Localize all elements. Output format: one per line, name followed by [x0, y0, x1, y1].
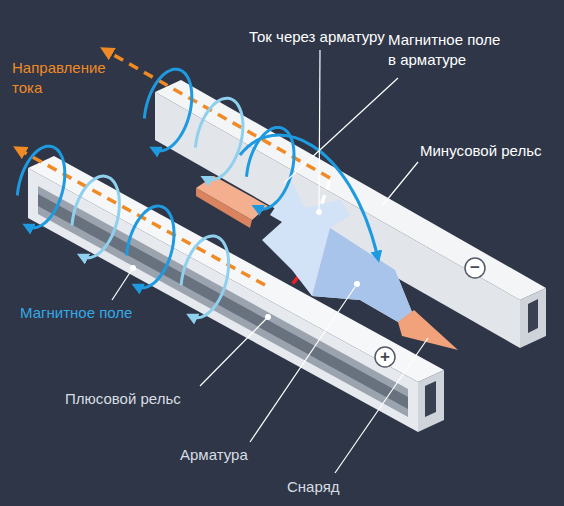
- leader-line: [112, 271, 131, 300]
- leader-line: [250, 287, 355, 442]
- polarity-circle: [465, 258, 485, 278]
- part-label: Ток через арматуру: [249, 27, 409, 47]
- field-arc: [247, 127, 294, 209]
- leader-dot: [265, 314, 271, 320]
- part-label: Снаряд: [287, 477, 387, 497]
- field-arc: [127, 206, 174, 288]
- leader-line: [284, 78, 398, 183]
- field-arcs: [17, 69, 294, 318]
- leader-line: [200, 319, 266, 386]
- rail-end-hole: [528, 299, 538, 333]
- leader-line: [335, 338, 428, 473]
- field-arc: [195, 98, 242, 180]
- projectile-tip: [398, 310, 458, 350]
- rail-top-face: [28, 156, 444, 382]
- projectile-tail-shade: [196, 188, 252, 228]
- leader-dot: [130, 265, 136, 271]
- part-label: Магнитное поле в арматуре: [388, 30, 512, 69]
- leader-dot: [354, 281, 360, 287]
- armature-field-arrow: [240, 135, 378, 258]
- rail-slot: [38, 186, 408, 417]
- polarity-circle: [375, 347, 395, 367]
- polarity-symbol: +: [375, 347, 395, 367]
- field-arc: [144, 69, 191, 151]
- polarity-symbol: −: [465, 258, 485, 278]
- rail-end-face: [520, 288, 546, 348]
- field-arc: [181, 236, 228, 318]
- part-label: Магнитное поле: [20, 303, 170, 323]
- leader-line: [319, 50, 320, 209]
- rail-end-face: [418, 370, 444, 432]
- leader-line: [382, 162, 418, 206]
- rail-slot-inner: [38, 194, 408, 409]
- part-label: Минусовой рельс: [420, 141, 560, 161]
- leader-dots: [130, 209, 360, 320]
- rail-end-hole: [425, 381, 436, 417]
- leader-lines: [112, 50, 428, 473]
- part-label: Плюсовой рельс: [65, 389, 225, 409]
- plus-rail: [28, 156, 444, 432]
- field-arc: [72, 176, 119, 258]
- part-label: Арматура: [180, 445, 300, 465]
- current-direction-arrow: [105, 50, 330, 178]
- leader-dot: [316, 209, 322, 215]
- part-label: Направление тока: [12, 58, 120, 97]
- field-arc: [17, 146, 64, 228]
- minus-rail: [155, 80, 546, 348]
